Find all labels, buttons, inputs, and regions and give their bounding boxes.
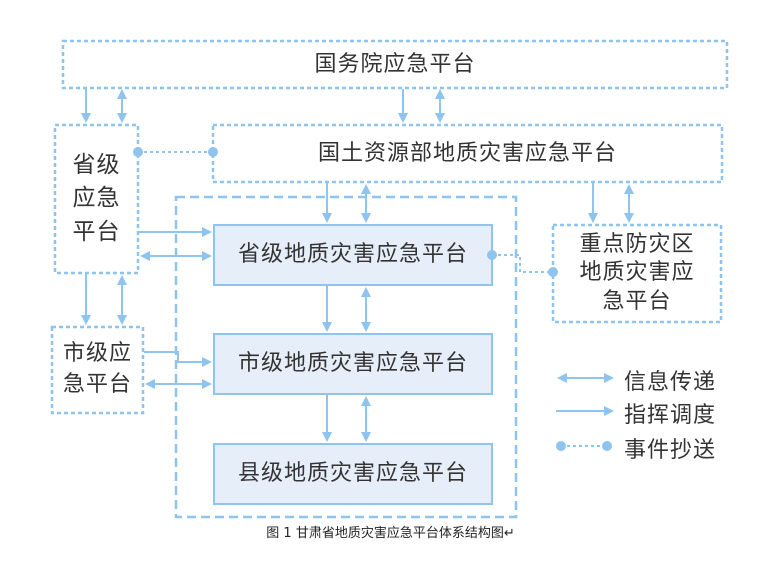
legend-cc-dot-left (556, 441, 566, 451)
legend-info-label: 信息传递 (624, 370, 717, 395)
city-geo-label: 市级地质灾害应急平台 (237, 351, 468, 377)
legend-command-label: 指挥调度 (624, 403, 717, 428)
province-general-line-1: 省级 (72, 151, 121, 178)
city-general-label: 市级应 急平台 (52, 327, 143, 413)
province-general-box (53, 123, 140, 275)
arrow-city-general-to-geo (144, 351, 212, 367)
legend-cc-label: 事件抄送 (624, 438, 717, 463)
province-general-line-3: 平台 (72, 218, 121, 245)
figure-caption: 图 1 甘肃省地质灾害应急平台体系结构图↵ (266, 526, 515, 541)
ministry-label: 国土资源部地质灾害应急平台 (317, 140, 617, 166)
cc-dot-right (208, 147, 218, 157)
key-area-box (551, 223, 723, 324)
province-general-line-2: 应急 (72, 185, 121, 212)
city-general-line-1: 市级应 (62, 341, 132, 367)
key-area-line-1: 重点防灾区 (579, 231, 695, 257)
state-council-label: 国务院应急平台 (314, 51, 476, 77)
key-area-label: 重点防灾区 地质灾害应 急平台 (553, 225, 721, 322)
key-area-line-2: 地质灾害应 (579, 260, 695, 286)
province-geo-label: 省级地质灾害应急平台 (237, 242, 468, 268)
city-general-box (50, 325, 145, 415)
state-council-box (61, 39, 729, 90)
city-general-line-2: 急平台 (62, 372, 132, 397)
cc-dot-key-area (548, 267, 558, 277)
geo-system-container (174, 195, 518, 519)
key-area-line-3: 急平台 (602, 288, 672, 314)
cc-dot-left (133, 147, 143, 157)
ministry-box (211, 123, 724, 184)
city-geo-box (213, 333, 493, 395)
legend-cc-dot-right (602, 441, 612, 451)
cc-province-geo-key-area (492, 254, 553, 273)
county-geo-label: 县级地质灾害应急平台 (237, 461, 468, 487)
province-general-label: 省级 应急 平台 (55, 125, 138, 273)
county-geo-box (213, 443, 493, 505)
cc-dot-province-geo (487, 250, 497, 260)
